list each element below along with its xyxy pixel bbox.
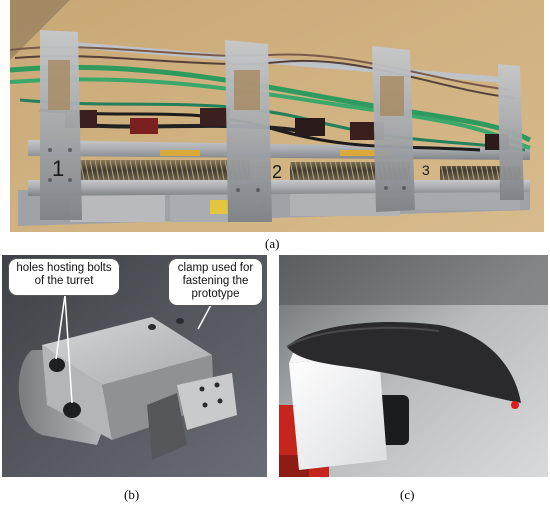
panel-c-photo bbox=[279, 255, 548, 477]
caption-c: (c) bbox=[400, 487, 415, 502]
callout-clamp: clamp used for fastening the prototype bbox=[168, 258, 263, 306]
board-number-2: 2 bbox=[272, 162, 283, 182]
caption-a: (a) bbox=[265, 236, 280, 251]
panel-a-photo: 1 2 3 bbox=[10, 0, 544, 232]
callout-holes: holes hosting bolts of the turret bbox=[8, 258, 120, 296]
clamp-block-photo bbox=[2, 255, 267, 477]
callout-pointers bbox=[55, 294, 213, 404]
wiring-harness-photo bbox=[10, 0, 544, 232]
panel-b-photo: holes hosting bolts of the turret clamp … bbox=[2, 255, 267, 477]
board-number-3: 3 bbox=[422, 162, 430, 178]
board-number-1: 1 bbox=[52, 156, 65, 181]
caption-b: (b) bbox=[124, 487, 140, 502]
airfoil-specimen-photo bbox=[279, 255, 548, 477]
